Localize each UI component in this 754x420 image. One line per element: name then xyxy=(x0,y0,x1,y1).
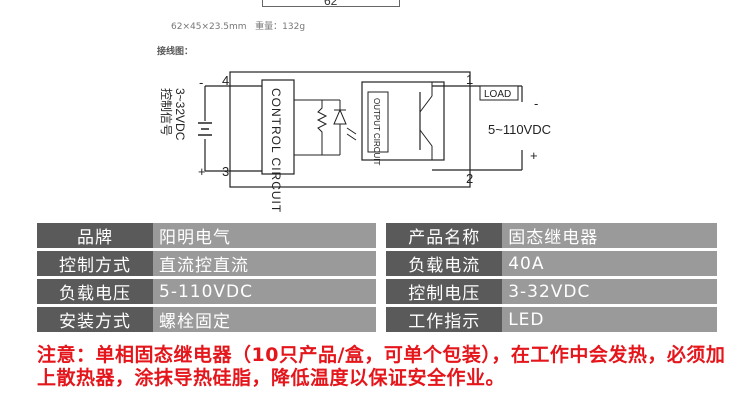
notice-text: 注意：单相固态继电器（10只产品/盒，可单个包装），在工作中会发热，必须加上散热… xyxy=(37,344,726,389)
spec-value: 螺栓固定 xyxy=(153,307,377,332)
spec-key: 负载电压 xyxy=(37,279,153,304)
spec-key: 工作指示 xyxy=(386,307,503,332)
spec-row: 控制方式 直流控直流 负载电流 40A xyxy=(37,251,717,276)
left-minus: - xyxy=(199,75,203,90)
spec-value: 固态继电器 xyxy=(502,223,717,248)
spec-key: 安装方式 xyxy=(37,307,153,332)
spec-row: 负载电压 5-110VDC 控制电压 3-32VDC xyxy=(37,279,717,304)
control-circuit-label-1: CONTROL CIRCUIT xyxy=(269,88,283,212)
weight-label: 重量： xyxy=(255,22,283,32)
left-plus: + xyxy=(198,164,206,179)
spec-value: LED xyxy=(502,307,717,332)
weight-value: 132g xyxy=(282,22,306,32)
spec-key: 产品名称 xyxy=(386,223,503,248)
right-minus: - xyxy=(534,96,538,111)
spec-row: 安装方式 螺栓固定 工作指示 LED xyxy=(37,307,717,332)
spec-key: 品牌 xyxy=(37,223,153,248)
load-voltage-label: 5~110VDC xyxy=(488,122,551,137)
output-circuit-box xyxy=(361,81,445,161)
spec-value: 直流控直流 xyxy=(153,251,377,276)
dimension-line xyxy=(262,0,400,7)
spec-key: 控制方式 xyxy=(37,251,153,276)
product-meta: 62×45×23.5mm 重量：132g xyxy=(171,19,305,32)
spec-key: 负载电流 xyxy=(386,251,503,276)
spec-row: 品牌 阳明电气 产品名称 固态继电器 xyxy=(37,223,717,248)
size-text: 62×45×23.5mm xyxy=(171,22,247,32)
dimension-width: 62 xyxy=(324,0,338,8)
control-circuit-box xyxy=(261,79,295,175)
terminal-4: 4 xyxy=(222,73,229,88)
right-plus: + xyxy=(530,148,538,163)
wiring-diagram: CONTROL CIRCUIT OUTPUT CIRCUIT - + 4 3 3… xyxy=(159,71,551,212)
spec-value: 阳明电气 xyxy=(153,223,377,248)
wiring-title: 接线图： xyxy=(157,47,194,57)
control-voltage-label: 3~32VDC xyxy=(173,88,187,141)
terminal-1: 1 xyxy=(466,72,473,87)
spec-value: 40A xyxy=(502,251,717,276)
terminal-2: 2 xyxy=(466,171,473,186)
control-signal-label: 控制信号 xyxy=(159,88,173,136)
spec-value: 5-110VDC xyxy=(153,279,377,304)
spec-value: 3-32VDC xyxy=(502,279,717,304)
load-label: LOAD xyxy=(484,89,511,100)
relay-body xyxy=(229,71,471,188)
spec-table: 品牌 阳明电气 产品名称 固态继电器 控制方式 直流控直流 负载电流 40A 负… xyxy=(37,220,717,335)
load-box xyxy=(479,85,519,101)
output-circuit-label: OUTPUT CIRCUIT xyxy=(372,98,381,166)
spec-key: 控制电压 xyxy=(386,279,503,304)
terminal-3: 3 xyxy=(222,164,229,179)
